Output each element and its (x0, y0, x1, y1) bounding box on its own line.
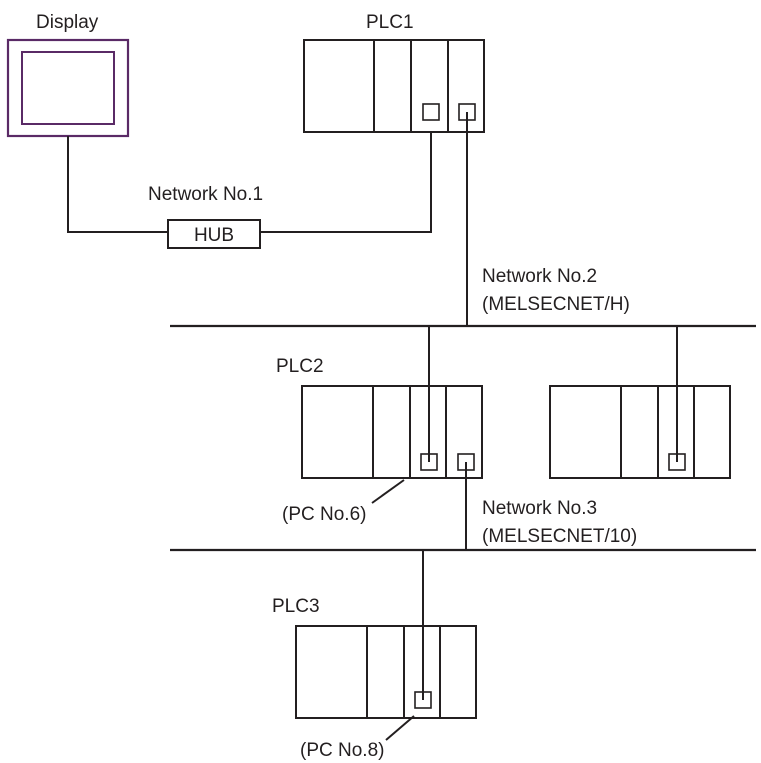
plc3-unit (295, 625, 477, 719)
network-2-station-unit (549, 385, 731, 479)
display-hub-cable (67, 136, 168, 233)
hub-label: HUB (194, 225, 234, 246)
network-2-label: Network No.2 (482, 266, 597, 287)
plc1-unit (303, 39, 485, 133)
plc1-ethernet-port (422, 103, 440, 121)
network-3-label: Network No.3 (482, 498, 597, 519)
plc3-label: PLC3 (272, 596, 320, 617)
network-2-type-label: (MELSECNET/H) (482, 294, 630, 315)
display-monitor-icon (6, 38, 130, 138)
pc8-leader-line (385, 715, 415, 741)
pc6-leader-line (371, 479, 405, 504)
pc6-label: (PC No.6) (282, 504, 366, 525)
display-label: Display (36, 12, 99, 33)
plc1-label: PLC1 (366, 12, 414, 33)
pc8-label: (PC No.8) (300, 740, 384, 761)
hub-plc1-cable (260, 112, 432, 233)
network-1-label: Network No.1 (148, 184, 263, 205)
plc2-unit (301, 385, 483, 479)
plc2-label: PLC2 (276, 356, 324, 377)
network-3-type-label: (MELSECNET/10) (482, 526, 637, 547)
hub: HUB (167, 219, 261, 249)
